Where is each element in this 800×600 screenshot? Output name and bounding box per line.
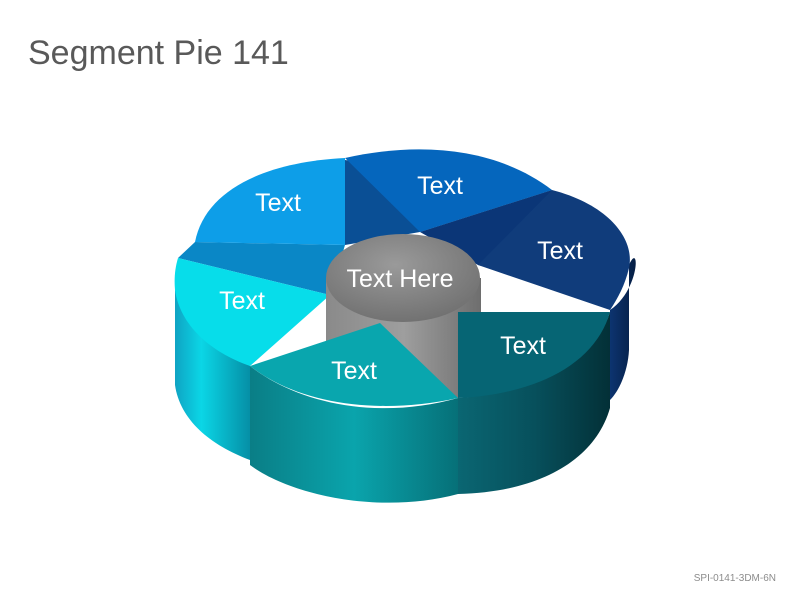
- segment-1-label: Text: [255, 189, 301, 217]
- inner-wall-left: [178, 242, 345, 295]
- slide-title: Segment Pie 141: [28, 34, 289, 72]
- pie-segment-5-top: [250, 323, 458, 406]
- segment-2-label: Text: [417, 172, 463, 200]
- segment-3-label: Text: [537, 237, 583, 265]
- pie-segment-6-top: [174, 258, 330, 366]
- pie-segment-3-side: [610, 258, 636, 400]
- pie-segment-2-top: [345, 149, 552, 232]
- pie-segment-4-side: [458, 312, 610, 494]
- segment-4-label: Text: [500, 332, 546, 360]
- segment-5-label: Text: [331, 357, 377, 385]
- pie-segment-5-side: [250, 366, 458, 503]
- segment-6-label: Text: [219, 287, 265, 315]
- pie-segment-1-top: [195, 158, 345, 245]
- pie-segment-4-top: [458, 312, 610, 398]
- pie-segment-6-side: [175, 290, 250, 460]
- pie-segment-3-top: [478, 190, 630, 310]
- slide-code: SPI-0141-3DM-6N: [693, 573, 776, 584]
- center-label: Text Here: [347, 265, 454, 293]
- center-pillar-top: [326, 234, 480, 322]
